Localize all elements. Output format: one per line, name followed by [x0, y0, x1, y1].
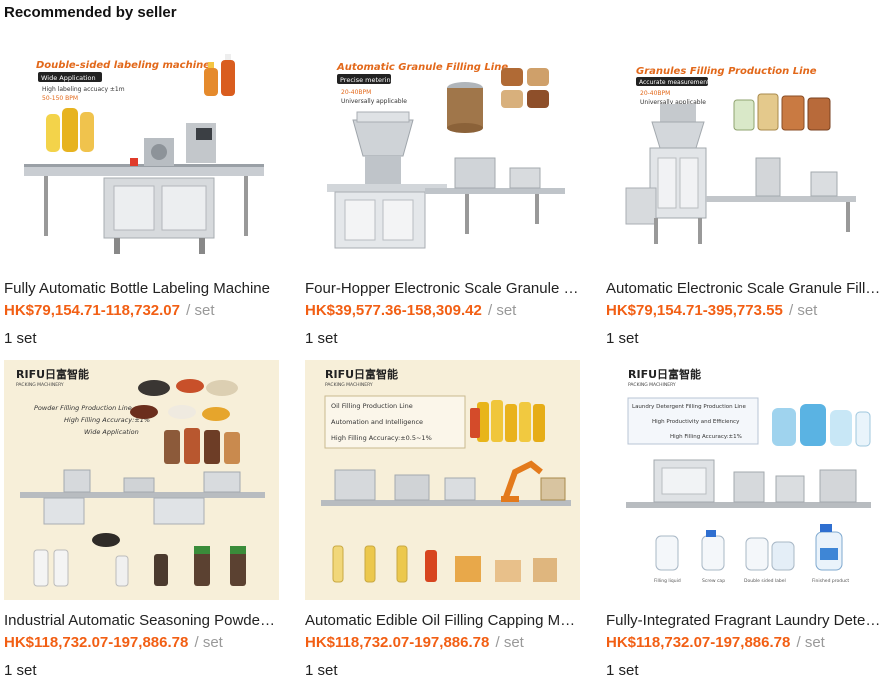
price-row: HK$118,732.07-197,886.78 / set	[606, 634, 881, 652]
seasoning-powder-line-illustration: RIFU日富智能 PACKING MACHINERY Powder Fillin…	[16, 367, 265, 587]
image-headline: Granules Filling Production Line	[636, 66, 817, 77]
image-bullet: High Filling Accuracy:±1%	[64, 416, 150, 424]
product-title[interactable]: Four-Hopper Electronic Scale Granule Fil…	[305, 280, 580, 297]
min-order: 1 set	[4, 662, 37, 679]
product-card[interactable]: RIFU日富智能 PACKING MACHINERY Oil Filling P…	[305, 360, 580, 680]
section-title: Recommended by seller	[4, 4, 177, 21]
min-order: 1 set	[4, 330, 37, 347]
brand-subtitle: PACKING MACHINERY	[16, 382, 64, 388]
product-card[interactable]: Granules Filling Production Line Accurat…	[606, 28, 881, 348]
brand-subtitle: PACKING MACHINERY	[325, 382, 373, 388]
image-bullet: 20-40BPM	[341, 89, 371, 96]
brand-logo: RIFU日富智能	[628, 367, 701, 381]
product-card[interactable]: Double-sided labeling machine Wide Appli…	[4, 28, 279, 348]
image-bullet: Universally applicable	[640, 99, 706, 106]
min-order: 1 set	[305, 330, 338, 347]
product-image[interactable]: RIFU日富智能 PACKING MACHINERY Laundry Deter…	[606, 360, 881, 600]
laundry-detergent-line-illustration: RIFU日富智能 PACKING MACHINERY Laundry Deter…	[626, 367, 871, 584]
product-title[interactable]: Automatic Edible Oil Filling Capping Mac…	[305, 612, 580, 629]
product-price: HK$39,577.36-158,309.42	[305, 302, 482, 319]
process-step: Finished product	[812, 578, 849, 584]
price-row: HK$79,154.71-118,732.07 / set	[4, 302, 279, 320]
product-price: HK$118,732.07-197,886.78	[305, 634, 490, 651]
product-image[interactable]: Granules Filling Production Line Accurat…	[606, 28, 881, 268]
brand-logo: RIFU日富智能	[325, 367, 398, 381]
process-step: Screw cap	[702, 578, 725, 584]
product-image[interactable]: RIFU日富智能 PACKING MACHINERY Powder Fillin…	[4, 360, 279, 600]
brand-logo: RIFU日富智能	[16, 367, 89, 381]
product-title[interactable]: Fully Automatic Bottle Labeling Machine	[4, 280, 270, 297]
image-bullet: High Filling Accuracy:±1%	[670, 434, 742, 440]
granule-production-line-illustration: Granules Filling Production Line Accurat…	[625, 66, 856, 244]
price-unit: / set	[487, 302, 517, 319]
price-row: HK$118,732.07-197,886.78 / set	[4, 634, 279, 652]
image-badge: Precise metering	[340, 76, 395, 84]
image-bullet: Universally applicable	[341, 98, 407, 105]
image-bullet: Oil Filling Production Line	[331, 402, 413, 410]
min-order: 1 set	[606, 662, 639, 679]
product-title[interactable]: Fully-Integrated Fragrant Laundry Deterg…	[606, 612, 881, 629]
product-grid: Double-sided labeling machine Wide Appli…	[4, 28, 881, 680]
image-badge: Accurate measurement	[639, 79, 710, 86]
product-price: HK$118,732.07-197,886.78	[606, 634, 791, 651]
image-bullet: 20-40BPM	[640, 90, 670, 97]
product-card[interactable]: RIFU日富智能 PACKING MACHINERY Laundry Deter…	[606, 360, 881, 680]
price-row: HK$39,577.36-158,309.42 / set	[305, 302, 580, 320]
image-bullet: High Productivity and Efficiency	[652, 419, 740, 425]
price-row: HK$79,154.71-395,773.55 / set	[606, 302, 881, 320]
image-headline: Double-sided labeling machine	[36, 60, 210, 71]
edible-oil-line-illustration: RIFU日富智能 PACKING MACHINERY Oil Filling P…	[321, 367, 571, 583]
product-price: HK$118,732.07-197,886.78	[4, 634, 189, 651]
product-image[interactable]: Double-sided labeling machine Wide Appli…	[4, 28, 279, 268]
image-bullet: Automation and Intelligence	[331, 418, 423, 426]
image-bullet: High Filling Accuracy:±0.5~1%	[331, 434, 432, 442]
image-badge: Wide Application	[41, 74, 96, 82]
granule-filling-line-illustration: Automatic Granule Filling Line Precise m…	[327, 62, 565, 249]
process-step: Filling liquid	[654, 578, 681, 584]
min-order: 1 set	[606, 330, 639, 347]
product-price: HK$79,154.71-118,732.07	[4, 302, 180, 319]
price-unit: / set	[495, 634, 524, 651]
image-bullet: Laundry Detergent Filling Production Lin…	[632, 404, 746, 410]
price-unit: / set	[194, 634, 223, 651]
min-order: 1 set	[305, 662, 338, 679]
price-unit: / set	[186, 302, 215, 319]
product-card[interactable]: RIFU日富智能 PACKING MACHINERY Powder Fillin…	[4, 360, 279, 680]
price-unit: / set	[788, 302, 818, 319]
product-image[interactable]: Automatic Granule Filling Line Precise m…	[305, 28, 580, 268]
process-step: Double sided label	[744, 578, 786, 584]
price-unit: / set	[796, 634, 825, 651]
product-title[interactable]: Industrial Automatic Seasoning Powder Fi…	[4, 612, 279, 629]
product-price: HK$79,154.71-395,773.55	[606, 302, 783, 319]
image-bullet: Wide Application	[84, 428, 139, 436]
image-headline: Automatic Granule Filling Line	[336, 62, 508, 73]
product-title[interactable]: Automatic Electronic Scale Granule Filli…	[606, 280, 881, 297]
image-bullet: High labeling accuacy ±1m	[42, 86, 125, 93]
image-bullet: 50-150 BPM	[42, 95, 78, 102]
brand-subtitle: PACKING MACHINERY	[628, 382, 676, 388]
image-bullet: Powder Filling Production Line	[34, 404, 132, 412]
product-image[interactable]: RIFU日富智能 PACKING MACHINERY Oil Filling P…	[305, 360, 580, 600]
price-row: HK$118,732.07-197,886.78 / set	[305, 634, 580, 652]
labeling-machine-illustration: Double-sided labeling machine Wide Appli…	[24, 54, 264, 254]
product-card[interactable]: Automatic Granule Filling Line Precise m…	[305, 28, 580, 348]
